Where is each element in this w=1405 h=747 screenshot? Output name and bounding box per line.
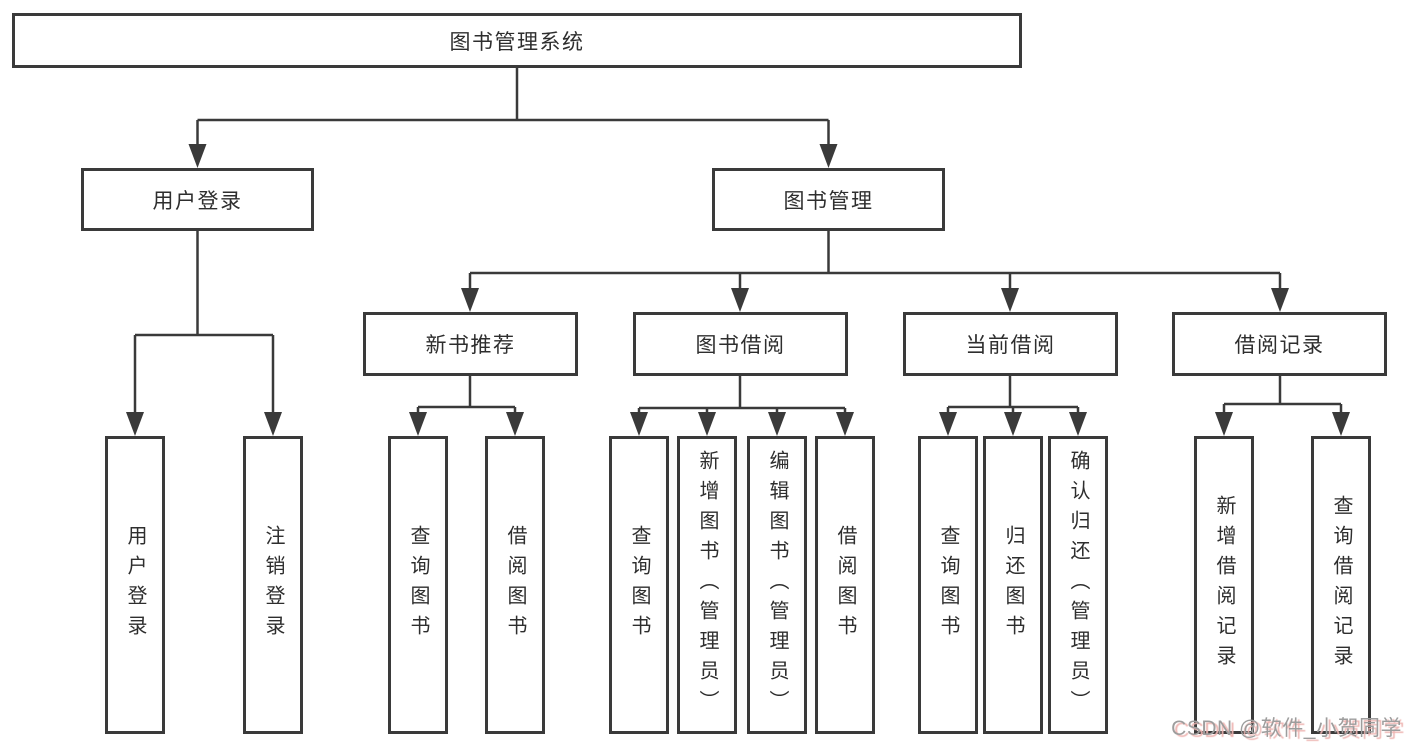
node-label: 查询图书 bbox=[937, 525, 959, 645]
connector-root-to-level2 bbox=[188, 68, 838, 168]
node-label: 用户登录 bbox=[152, 189, 243, 213]
connector-user-login-branch bbox=[126, 231, 282, 436]
node-label: 查询图书 bbox=[407, 525, 429, 645]
node-root: 图书管理系统 bbox=[12, 13, 1022, 68]
node-label: 查询图书 bbox=[628, 525, 650, 645]
node-label: 用户登录 bbox=[124, 525, 146, 645]
leaf-add-borrow-record: 新增借阅记录 bbox=[1194, 436, 1254, 734]
node-new-book-recommend: 新书推荐 bbox=[363, 312, 578, 376]
node-label: 借阅图书 bbox=[504, 525, 526, 645]
node-label: 图书管理 bbox=[783, 189, 874, 213]
node-label: 借阅图书 bbox=[834, 525, 856, 645]
connector-borrow-record-branch bbox=[1215, 376, 1350, 436]
node-book-management: 图书管理 bbox=[712, 168, 945, 231]
node-label: 注销登录 bbox=[262, 525, 284, 645]
node-label: 确认归还（管理员） bbox=[1067, 450, 1089, 720]
leaf-borrow-books-recommend: 借阅图书 bbox=[485, 436, 545, 734]
leaf-query-books-recommend: 查询图书 bbox=[388, 436, 448, 734]
leaf-confirm-return-admin: 确认归还（管理员） bbox=[1048, 436, 1108, 734]
leaf-add-books-admin: 新增图书（管理员） bbox=[677, 436, 737, 734]
connector-new-book-branch bbox=[409, 376, 524, 436]
node-current-borrow: 当前借阅 bbox=[903, 312, 1118, 376]
node-book-borrow: 图书借阅 bbox=[633, 312, 848, 376]
connector-book-borrow-branch bbox=[630, 376, 854, 436]
node-label: 借阅记录 bbox=[1234, 334, 1325, 357]
leaf-query-borrow-record: 查询借阅记录 bbox=[1311, 436, 1371, 734]
leaf-query-books-current: 查询图书 bbox=[918, 436, 978, 734]
leaf-return-books: 归还图书 bbox=[983, 436, 1043, 734]
leaf-query-books-borrow: 查询图书 bbox=[609, 436, 669, 734]
connector-book-management-branch bbox=[461, 231, 1289, 312]
leaf-edit-books-admin: 编辑图书（管理员） bbox=[747, 436, 807, 734]
node-label: 新书推荐 bbox=[425, 334, 516, 357]
node-label: 图书借阅 bbox=[695, 334, 786, 357]
node-label: 新增图书（管理员） bbox=[696, 450, 718, 720]
leaf-borrow-books: 借阅图书 bbox=[815, 436, 875, 734]
leaf-user-login: 用户登录 bbox=[105, 436, 165, 734]
node-user-login: 用户登录 bbox=[81, 168, 314, 231]
leaf-logout: 注销登录 bbox=[243, 436, 303, 734]
node-label: 查询借阅记录 bbox=[1330, 495, 1352, 675]
node-label: 编辑图书（管理员） bbox=[766, 450, 788, 720]
node-label: 当前借阅 bbox=[965, 334, 1056, 357]
node-label: 归还图书 bbox=[1002, 525, 1024, 645]
connector-current-borrow-branch bbox=[939, 376, 1087, 436]
node-label: 新增借阅记录 bbox=[1213, 495, 1235, 675]
node-borrow-records: 借阅记录 bbox=[1172, 312, 1387, 376]
csdn-watermark: CSDN @软件_小贺同学 bbox=[1171, 717, 1402, 740]
node-label: 图书管理系统 bbox=[449, 30, 585, 54]
